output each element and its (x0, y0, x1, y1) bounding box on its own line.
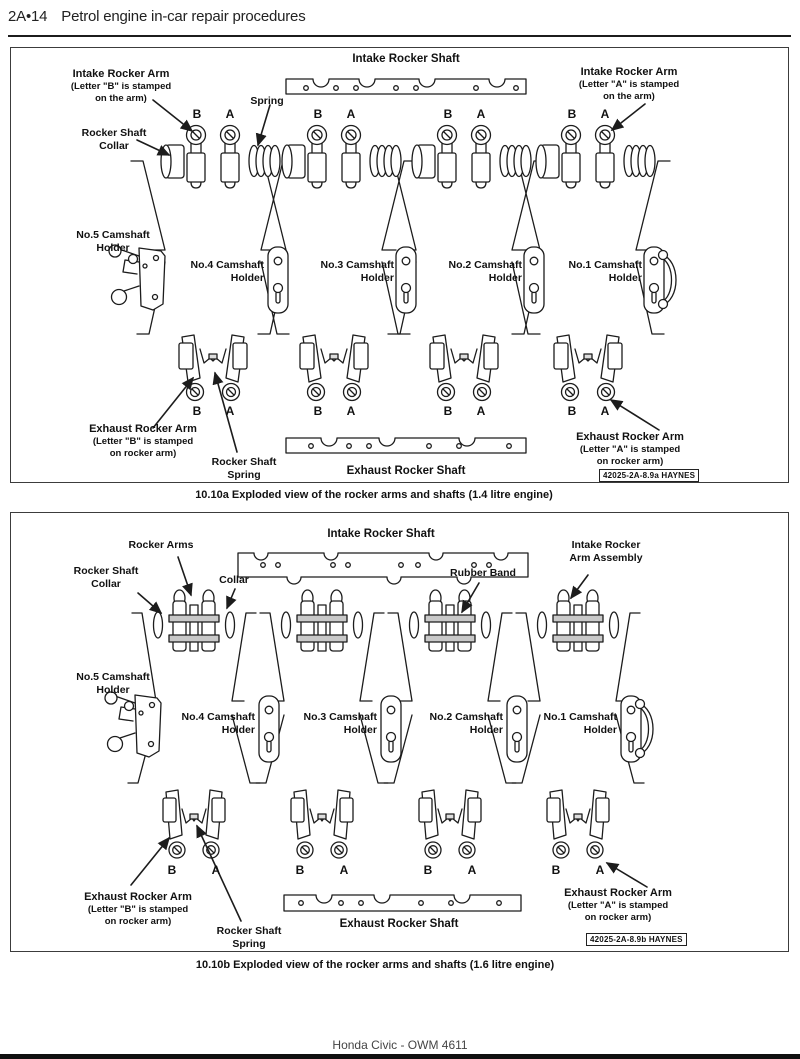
rocker-shaft-collar-label: Rocker Shaft Collar (73, 565, 139, 590)
no3-holder-label: No.3 Camshaft Holder (320, 259, 394, 284)
exhaust-rocker-group (290, 789, 354, 859)
arm-letter: B (192, 404, 202, 418)
figure-10-10a: Intake Rocker Shaft Intake Rocker Arm(Le… (10, 47, 789, 483)
rocker-shaft-spring-label: Rocker Shaft Spring (211, 456, 277, 481)
camshaft-holder-part (506, 695, 528, 763)
intake-rocker-group (535, 124, 656, 189)
camshaft-holder-part (395, 246, 417, 314)
exhaust-rocker-group (299, 334, 369, 402)
exhaust-rocker-arm-b-label: Exhaust Rocker Arm(Letter "B" is stamped… (84, 891, 192, 927)
exhaust-rocker-shaft-part (283, 894, 522, 912)
arm-letter: A (476, 404, 486, 418)
arm-letter: A (467, 863, 477, 877)
page-header: 2A•14 Petrol engine in-car repair procedu… (8, 8, 306, 25)
arm-letter: B (423, 863, 433, 877)
callout-arrows (130, 556, 648, 922)
arm-letter: A (346, 404, 356, 418)
intake-rocker-arm-a-label: Intake Rocker Arm(Letter "A" is stamped … (578, 66, 680, 102)
arm-letter: A (600, 404, 610, 418)
holder-handle (657, 249, 677, 310)
intake-rocker-arm-assembly (536, 589, 620, 652)
exhaust-rocker-shaft-part (285, 437, 527, 454)
arm-letter: B (567, 404, 577, 418)
camshaft-holder-part (523, 246, 545, 314)
intake-rocker-arm-assembly (280, 589, 364, 652)
arm-letter: B (443, 107, 453, 121)
spring-label: Spring (250, 95, 284, 107)
arm-letter: A (600, 107, 610, 121)
figure-a-caption: 10.10a Exploded view of the rocker arms … (195, 489, 553, 501)
intake-shaft-label: Intake Rocker Shaft (327, 528, 435, 540)
arm-letter: B (313, 404, 323, 418)
figure-b-caption: 10.10b Exploded view of the rocker arms … (195, 959, 555, 971)
arm-letter: A (595, 863, 605, 877)
no2-holder-label: No.2 Camshaft Holder (448, 259, 522, 284)
haynes-stamp: 42025-2A-8.9b HAYNES (586, 933, 687, 946)
exhaust-shaft-label: Exhaust Rocker Shaft (339, 918, 459, 930)
no5-camshaft-holder-part (104, 691, 162, 758)
page-number: 2A•14 (8, 8, 48, 25)
rocker-shaft-spring-label: Rocker Shaft Spring (216, 925, 282, 950)
no4-holder-label: No.4 Camshaft Holder (190, 259, 264, 284)
no5-camshaft-holder-part (108, 244, 166, 311)
arm-letter: B (295, 863, 305, 877)
exhaust-rocker-group (429, 334, 499, 402)
exhaust-rocker-group (553, 334, 623, 402)
exhaust-rocker-arm-a-label: Exhaust Rocker Arm(Letter "A" is stamped… (576, 431, 684, 467)
page-bottom-bar (0, 1054, 800, 1059)
exhaust-rocker-arm-a-label: Exhaust Rocker Arm(Letter "A" is stamped… (564, 887, 672, 923)
arm-letter: B (567, 107, 577, 121)
intake-rocker-group (160, 124, 281, 189)
page-title: Petrol engine in-car repair procedures (61, 8, 306, 25)
no5-holder-label: No.5 Camshaft Holder (76, 671, 150, 696)
intake-arm-assembly-label: Intake Rocker Arm Assembly (569, 539, 643, 564)
header-rule (8, 35, 791, 37)
rocker-arms-label: Rocker Arms (128, 539, 194, 551)
collar-label: Collar (219, 574, 249, 586)
page-footer: Honda Civic - OWM 4611 (332, 1038, 468, 1052)
rubber-band-label: Rubber Band (450, 567, 516, 579)
callout-arrows (136, 99, 660, 453)
rocker-shaft-collar-label: Rocker Shaft Collar (81, 127, 147, 152)
arm-letter: B (192, 107, 202, 121)
haynes-stamp: 42025-2A-8.9a HAYNES (599, 469, 700, 482)
arm-letter: A (225, 107, 235, 121)
camshaft-holder-part (258, 695, 280, 763)
arm-letter: A (211, 863, 221, 877)
no2-holder-label: No.2 Camshaft Holder (429, 711, 503, 736)
intake-rocker-arm-assembly (152, 589, 236, 652)
intake-rocker-shaft-part (237, 552, 529, 585)
arm-letter: B (443, 404, 453, 418)
intake-rocker-shaft-part (285, 78, 527, 95)
exhaust-shaft-label: Exhaust Rocker Shaft (346, 465, 466, 477)
camshaft-holder-part (380, 695, 402, 763)
arm-letter: B (551, 863, 561, 877)
intake-rocker-arm-assembly (408, 589, 492, 652)
arm-letter: B (167, 863, 177, 877)
figure-10-10b: Intake Rocker Shaft Rocker Arms Rocker S… (10, 512, 789, 952)
arm-letter: A (346, 107, 356, 121)
figure-b-artwork (104, 552, 654, 922)
holder-handle (634, 698, 654, 759)
no1-holder-label: No.1 Camshaft Holder (568, 259, 642, 284)
intake-shaft-label: Intake Rocker Shaft (352, 53, 460, 65)
exhaust-rocker-group (418, 789, 482, 859)
figure-a-artwork (108, 78, 677, 454)
arm-letter: A (339, 863, 349, 877)
arm-letter: A (225, 404, 235, 418)
intake-rocker-group (281, 124, 402, 189)
exhaust-rocker-group (178, 334, 248, 402)
exhaust-rocker-arm-b-label: Exhaust Rocker Arm(Letter "B" is stamped… (89, 423, 197, 459)
no5-holder-label: No.5 Camshaft Holder (76, 229, 150, 254)
no4-holder-label: No.4 Camshaft Holder (181, 711, 255, 736)
camshaft-holder-part (267, 246, 289, 314)
intake-rocker-arm-b-label: Intake Rocker Arm(Letter "B" is stamped … (70, 68, 172, 104)
intake-rocker-group (411, 124, 532, 189)
no3-holder-label: No.3 Camshaft Holder (303, 711, 377, 736)
exhaust-rocker-group (546, 789, 610, 859)
exhaust-rocker-group (162, 789, 226, 859)
arm-letter: A (476, 107, 486, 121)
arm-letter: B (313, 107, 323, 121)
no1-holder-label: No.1 Camshaft Holder (543, 711, 617, 736)
